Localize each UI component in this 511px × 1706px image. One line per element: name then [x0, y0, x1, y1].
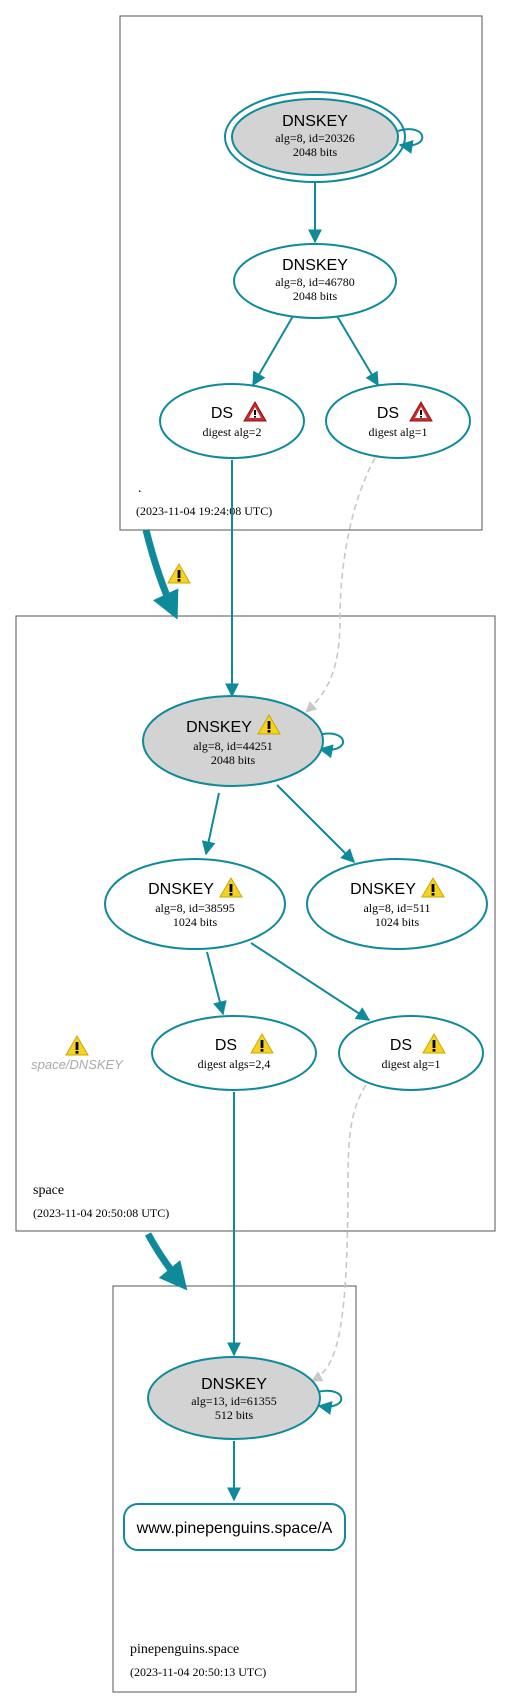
node-space-ds-algs24[interactable]: DS digest algs=2,4: [151, 1015, 317, 1091]
delegation-arrow-space-pinepenguins: [144, 1232, 188, 1291]
zone-pinepenguins-timestamp: (2023-11-04 20:50:13 UTC): [130, 1665, 266, 1679]
ghost-space-dnskey: space/DNSKEY: [31, 1035, 124, 1072]
node-space-ds-alg1[interactable]: DS digest alg=1: [338, 1015, 484, 1091]
node-root-ksk-bits: 2048 bits: [293, 145, 338, 159]
node-space-zsk1-bits: 1024 bits: [173, 915, 218, 929]
zone-root-timestamp: (2023-11-04 19:24:08 UTC): [136, 504, 272, 518]
node-root-ds-alg1-digest: digest alg=1: [368, 425, 427, 439]
node-root-ds-alg1[interactable]: DS digest alg=1: [325, 383, 471, 459]
node-pp-key-bits: 512 bits: [215, 1408, 254, 1422]
node-space-ds24-title: DS: [215, 1037, 237, 1054]
node-root-zsk-bits: 2048 bits: [293, 289, 338, 303]
node-root-ksk[interactable]: DNSKEY alg=8, id=20326 2048 bits: [224, 91, 406, 183]
node-root-ksk-alg: alg=8, id=20326: [275, 131, 355, 145]
edge-zsk-to-ds2: [252, 315, 294, 387]
zone-pinepenguins-name: pinepenguins.space: [130, 1642, 239, 1657]
node-space-ksk-title: DNSKEY: [186, 719, 252, 736]
zone-space-box: [15, 615, 496, 1232]
node-root-zsk-alg: alg=8, id=46780: [275, 275, 355, 289]
node-space-ksk[interactable]: DNSKEY alg=8, id=44251 2048 bits: [142, 695, 324, 787]
zone-space: space (2023-11-04 20:50:08 UTC): [15, 615, 496, 1232]
edge-ds1-to-pp-key: [311, 1084, 367, 1382]
edge-space-ksk-to-zsk1: [201, 792, 220, 856]
node-space-ksk-bits: 2048 bits: [211, 753, 256, 767]
node-pp-key-alg: alg=13, id=61355: [191, 1394, 277, 1408]
delegation-arrow-root-space: [142, 529, 179, 620]
node-space-ds24-digest: digest algs=2,4: [198, 1057, 271, 1071]
node-rrset-a-label: www.pinepenguins.space/A: [136, 1520, 333, 1537]
node-root-zsk[interactable]: DNSKEY alg=8, id=46780 2048 bits: [233, 243, 397, 319]
node-rrset-a[interactable]: www.pinepenguins.space/A: [123, 1503, 346, 1551]
zone-space-name: space: [33, 1183, 64, 1198]
node-root-zsk-title: DNSKEY: [282, 257, 348, 274]
self-loop-space-ksk: [317, 732, 344, 759]
node-root-ds-alg1-title: DS: [377, 405, 399, 422]
self-loop-pp-key: [316, 1389, 343, 1415]
delegation-warning-icon: [167, 563, 191, 584]
self-loop-root-ksk: [397, 128, 424, 154]
zone-root-box: [119, 15, 483, 531]
edge-space-ksk-to-zsk2: [276, 784, 355, 863]
node-root-ds-alg2-digest: digest alg=2: [202, 425, 261, 439]
node-space-zsk2-alg: alg=8, id=511: [363, 901, 430, 915]
node-pp-key-title: DNSKEY: [201, 1376, 267, 1393]
zone-root-name: .: [138, 481, 142, 496]
edge-zsk1-to-ds24: [206, 951, 227, 1016]
node-space-zsk-38595[interactable]: DNSKEY alg=8, id=38595 1024 bits: [104, 858, 286, 950]
warning-icon: [65, 1035, 89, 1056]
node-space-zsk1-alg: alg=8, id=38595: [155, 901, 235, 915]
node-root-ksk-title: DNSKEY: [282, 113, 348, 130]
node-space-zsk-511[interactable]: DNSKEY alg=8, id=511 1024 bits: [306, 858, 488, 950]
node-space-zsk2-bits: 1024 bits: [375, 915, 420, 929]
node-root-ds-alg2[interactable]: DS digest alg=2: [159, 383, 305, 459]
node-space-zsk2-title: DNSKEY: [350, 881, 416, 898]
edge-zsk1-to-ds1: [250, 942, 371, 1021]
zone-root: . (2023-11-04 19:24:08 UTC): [119, 15, 483, 531]
edge-zsk-to-ds1: [336, 315, 379, 387]
node-space-ksk-alg: alg=8, id=44251: [193, 739, 273, 753]
ghost-space-dnskey-label: space/DNSKEY: [31, 1057, 124, 1072]
zone-space-timestamp: (2023-11-04 20:50:08 UTC): [33, 1206, 169, 1220]
edge-ds1-to-space-ksk: [305, 457, 376, 713]
node-root-ds-alg2-title: DS: [211, 405, 233, 422]
node-pp-key[interactable]: DNSKEY alg=13, id=61355 512 bits: [147, 1356, 321, 1440]
node-space-ds1-digest: digest alg=1: [381, 1057, 440, 1071]
node-space-ds1-title: DS: [390, 1037, 412, 1054]
node-space-zsk1-title: DNSKEY: [148, 881, 214, 898]
